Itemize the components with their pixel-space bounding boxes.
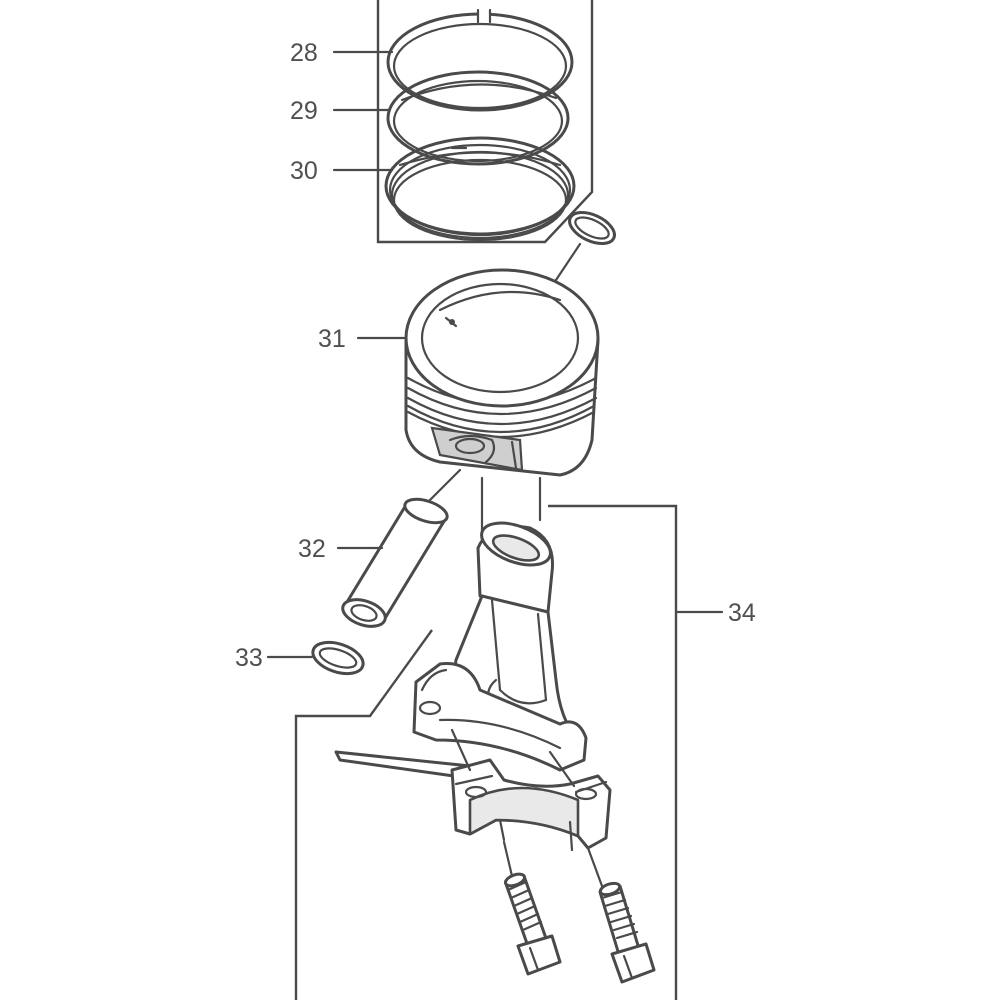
piston-pin-circlip <box>311 640 365 676</box>
piston <box>404 268 600 477</box>
connecting-rod-cap <box>450 758 612 852</box>
connecting-rod <box>412 521 588 772</box>
callout-30: 30 <box>290 157 318 185</box>
oil-dipper <box>334 750 472 780</box>
bolt-guide-line-left <box>502 840 514 878</box>
rod-bolt-left <box>503 872 562 976</box>
rings-group-box <box>376 0 594 244</box>
bolt-alignment-line-left <box>450 728 472 772</box>
callout-34: 34 <box>728 599 756 627</box>
bolt-alignment-line-right <box>548 750 576 788</box>
callout-33: 33 <box>235 644 263 672</box>
bolt-guide-line-right <box>586 846 604 888</box>
piston-pin <box>341 497 449 628</box>
clip-alignment-line <box>554 242 582 282</box>
rod-group-box <box>294 504 678 1000</box>
rod-bolt-right <box>598 881 656 984</box>
piston-ring-top <box>386 8 574 112</box>
oil-control-ring <box>384 136 576 242</box>
retaining-clip-upper <box>568 210 616 246</box>
callout-29: 29 <box>290 97 318 125</box>
callout-28: 28 <box>290 39 318 67</box>
callout-31: 31 <box>318 325 346 353</box>
callout-32: 32 <box>298 535 326 563</box>
